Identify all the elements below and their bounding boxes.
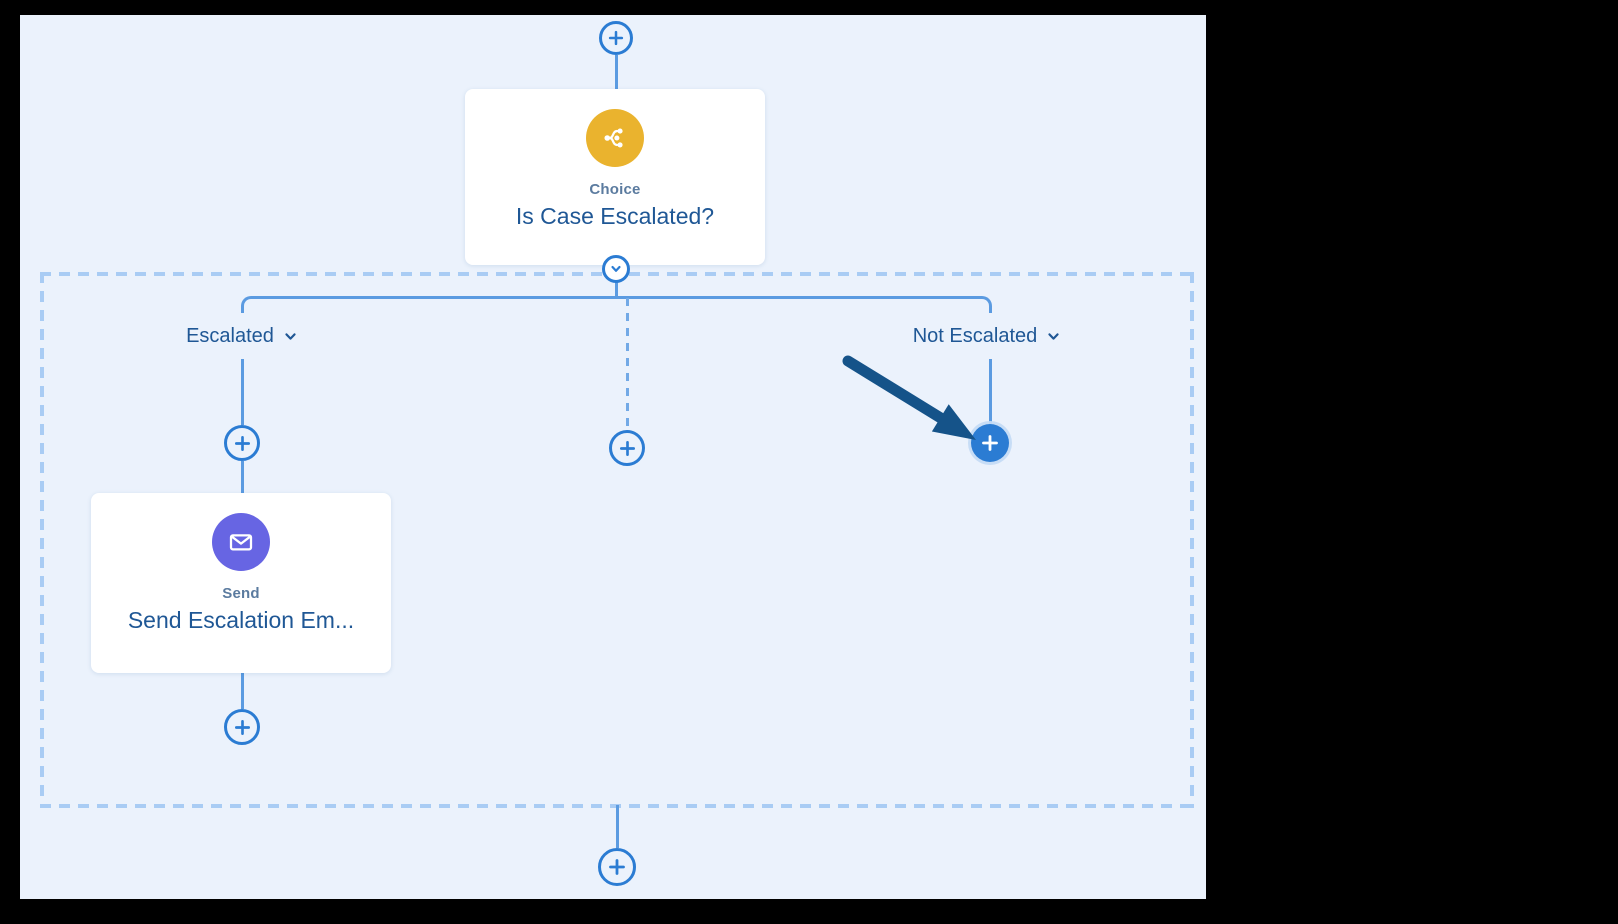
connector-line: [615, 805, 619, 848]
plus-icon: [982, 435, 998, 451]
collapse-branches-toggle[interactable]: [602, 255, 630, 283]
plus-icon: [234, 719, 250, 735]
add-node-button-not-escalated[interactable]: [971, 424, 1009, 462]
connector-line: [240, 461, 244, 493]
connector-line: [988, 359, 992, 425]
branch-label-text: Not Escalated: [912, 324, 1038, 347]
add-node-button-default-branch[interactable]: [609, 430, 645, 466]
chevron-down-icon: [611, 265, 621, 272]
node-title: Send Escalation Em...: [127, 607, 355, 633]
default-branch-dashed-connector: [625, 298, 629, 429]
node-type-label: Send: [222, 585, 260, 602]
add-node-button-escalated[interactable]: [224, 425, 260, 461]
plus-icon: [609, 859, 625, 875]
plus-icon: [608, 30, 624, 46]
add-node-button-top[interactable]: [599, 21, 633, 55]
chevron-down-icon: [1048, 332, 1059, 340]
connector-line: [240, 673, 244, 709]
choice-branch-icon: [586, 109, 644, 167]
chevron-down-icon: [285, 332, 296, 340]
branch-label-text: Escalated: [186, 324, 274, 347]
connector-line: [240, 359, 244, 425]
email-envelope-icon: [212, 513, 270, 571]
choice-node-card[interactable]: Choice Is Case Escalated?: [465, 89, 765, 265]
branch-split-connector: [240, 296, 992, 313]
add-node-button-bottom[interactable]: [598, 848, 636, 886]
flow-canvas[interactable]: Choice Is Case Escalated? Escalated Send: [20, 15, 1206, 899]
branch-label-not-escalated[interactable]: Not Escalated: [892, 322, 1082, 350]
node-type-label: Choice: [589, 181, 641, 198]
node-title: Is Case Escalated?: [515, 203, 715, 229]
connector-line: [614, 55, 618, 90]
plus-icon: [619, 440, 635, 456]
plus-icon: [234, 435, 250, 451]
add-node-button-after-send[interactable]: [224, 709, 260, 745]
branch-label-escalated[interactable]: Escalated: [152, 322, 332, 350]
send-node-card[interactable]: Send Send Escalation Em...: [91, 493, 391, 673]
connector-line: [614, 282, 618, 297]
branch-region-outline-left: [40, 272, 44, 808]
branch-region-outline-right: [1190, 272, 1194, 808]
